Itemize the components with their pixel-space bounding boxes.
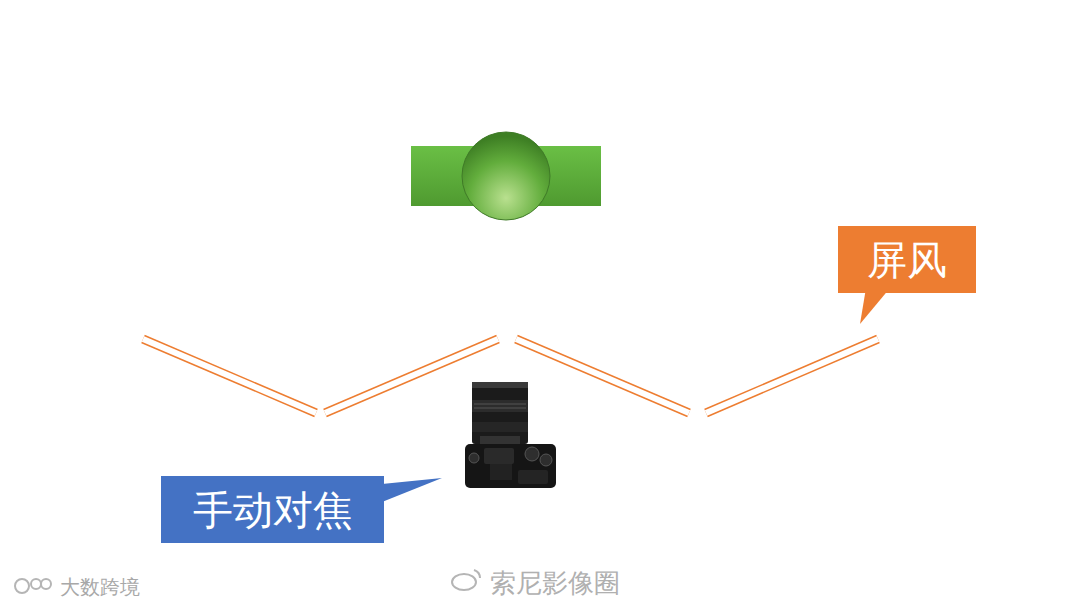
callout-text: 屏风 — [867, 238, 947, 282]
callout-box: 屏风 — [838, 226, 976, 293]
watermark: 索尼影像圈 — [490, 568, 620, 598]
watermark-wrap: 索尼影像圈 — [490, 566, 620, 601]
callout-tail — [860, 288, 890, 324]
watermark: 大数跨境 — [60, 575, 140, 599]
callout-text: 手动对焦 — [193, 488, 353, 532]
camera — [465, 382, 556, 488]
screen-panels — [143, 339, 878, 413]
watermark-wrap: 大数跨境 — [60, 574, 140, 601]
callout-box: 手动对焦 — [161, 476, 384, 543]
subject-ball — [462, 132, 550, 220]
